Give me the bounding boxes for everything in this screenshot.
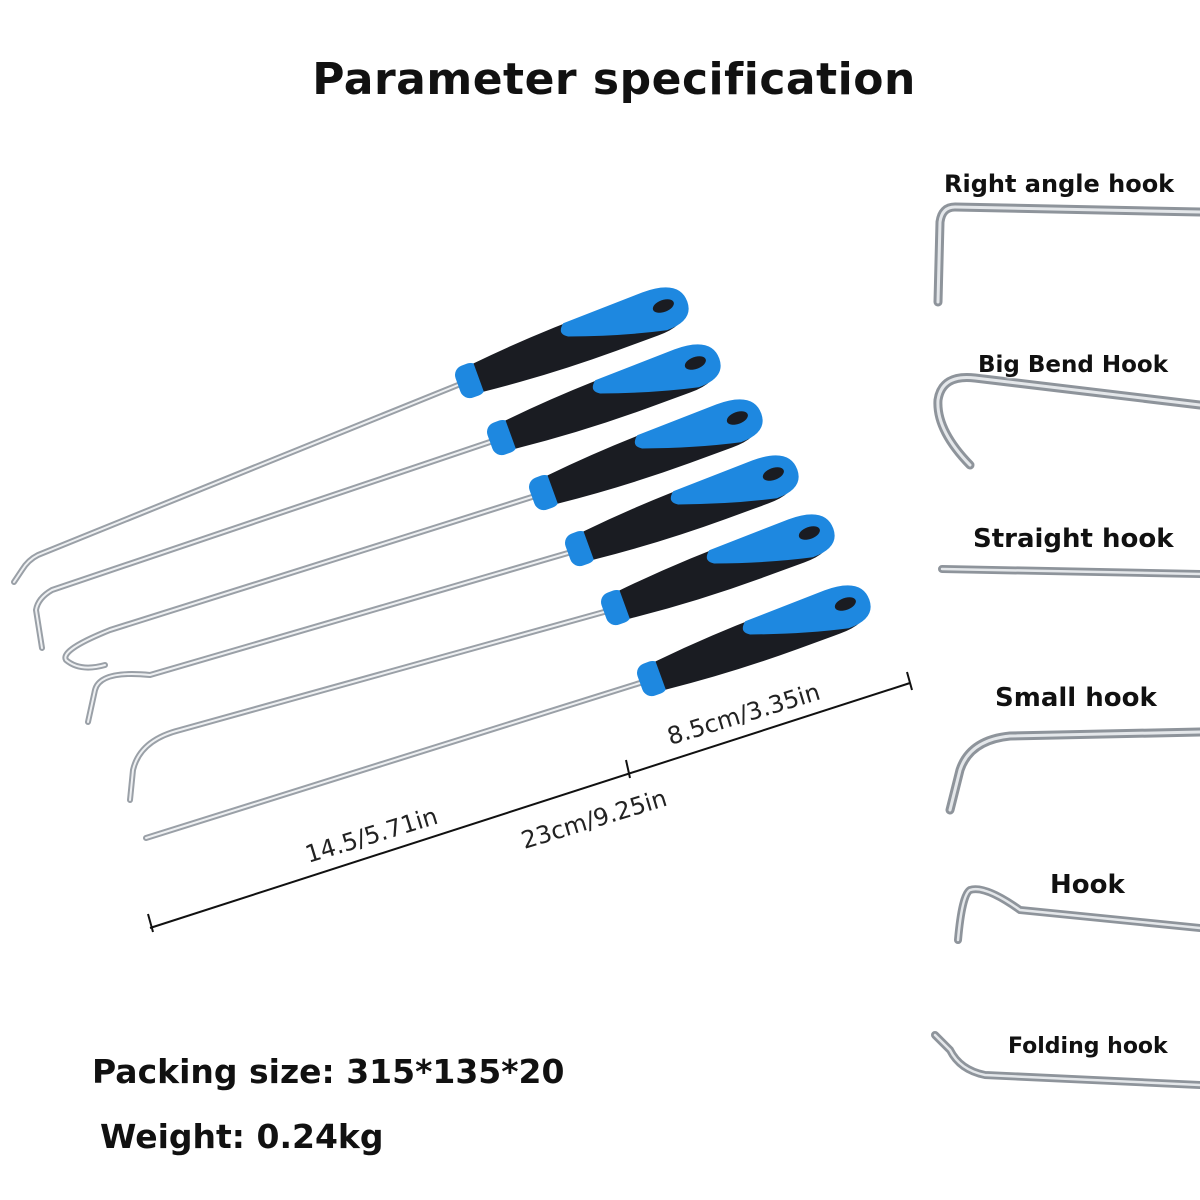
steel-shaft: [11, 382, 461, 585]
hook-tool-set: [11, 287, 871, 841]
handle-hang-hole: [652, 299, 674, 313]
hook-label-hook: Hook: [1050, 870, 1125, 900]
handle-blue-insert: [592, 344, 721, 394]
steel-shaft-highlight: [35, 441, 491, 649]
straight-hook-detail: [938, 565, 1200, 578]
hook-label-straight: Straight hook: [973, 524, 1174, 554]
page-title: Parameter specification: [312, 54, 916, 105]
steel-shaft-highlight: [145, 682, 641, 839]
handle: [601, 514, 835, 626]
hook-label-small: Small hook: [995, 683, 1157, 713]
hook-label-folding: Folding hook: [1008, 1034, 1168, 1059]
steel-shaft: [85, 550, 571, 725]
right-angle-hook-detail: [933, 202, 1200, 307]
handle: [529, 399, 763, 511]
hook-detail: [954, 885, 1200, 944]
steel-shaft: [33, 439, 493, 651]
small-hook-detail: [945, 727, 1200, 815]
hook-detail-panel: [931, 202, 1200, 1089]
dimension-tick-left: [147, 913, 154, 933]
steel-shaft-highlight: [64, 496, 533, 669]
weight: Weight: 0.24kg: [100, 1117, 384, 1156]
steel-shaft-highlight: [129, 611, 605, 801]
folding-hook-detail: [931, 1031, 1200, 1089]
handle: [455, 287, 689, 399]
handle-blue-insert: [560, 287, 689, 337]
steel-shaft-highlight: [13, 384, 459, 583]
handle-blue-insert: [634, 399, 763, 449]
handle-hang-hole: [726, 411, 748, 425]
handle: [487, 344, 721, 456]
tool-small-bend-hook: [62, 399, 763, 671]
handle-blue-insert: [742, 585, 871, 635]
tool-small-hook: [127, 514, 835, 803]
handle: [637, 585, 871, 697]
hook-label-big-bend: Big Bend Hook: [978, 352, 1169, 378]
dimension-lines: [147, 671, 913, 933]
packing-size: Packing size: 315*135*20: [92, 1052, 565, 1091]
steel-shaft-highlight: [87, 552, 569, 723]
handle-blue-insert: [670, 455, 799, 505]
overall-dimension-line: [149, 682, 911, 929]
handle-hang-hole: [798, 526, 820, 540]
hook-label-right-angle: Right angle hook: [944, 170, 1175, 198]
tool-right-angle-hook: [11, 287, 689, 585]
handle-blue-insert: [706, 514, 835, 564]
big-bend-hook-detail: [933, 372, 1200, 470]
handle: [565, 455, 799, 567]
dimension-tick-right: [906, 671, 913, 691]
tool-straight-hook: [143, 585, 871, 841]
dimension-tick-middle: [625, 759, 631, 779]
handle-hang-hole: [762, 467, 784, 481]
handle-hang-hole: [684, 356, 706, 370]
tool-big-bend-hook: [33, 344, 721, 651]
tool-hook: [85, 455, 799, 725]
handle-hang-hole: [834, 597, 856, 611]
